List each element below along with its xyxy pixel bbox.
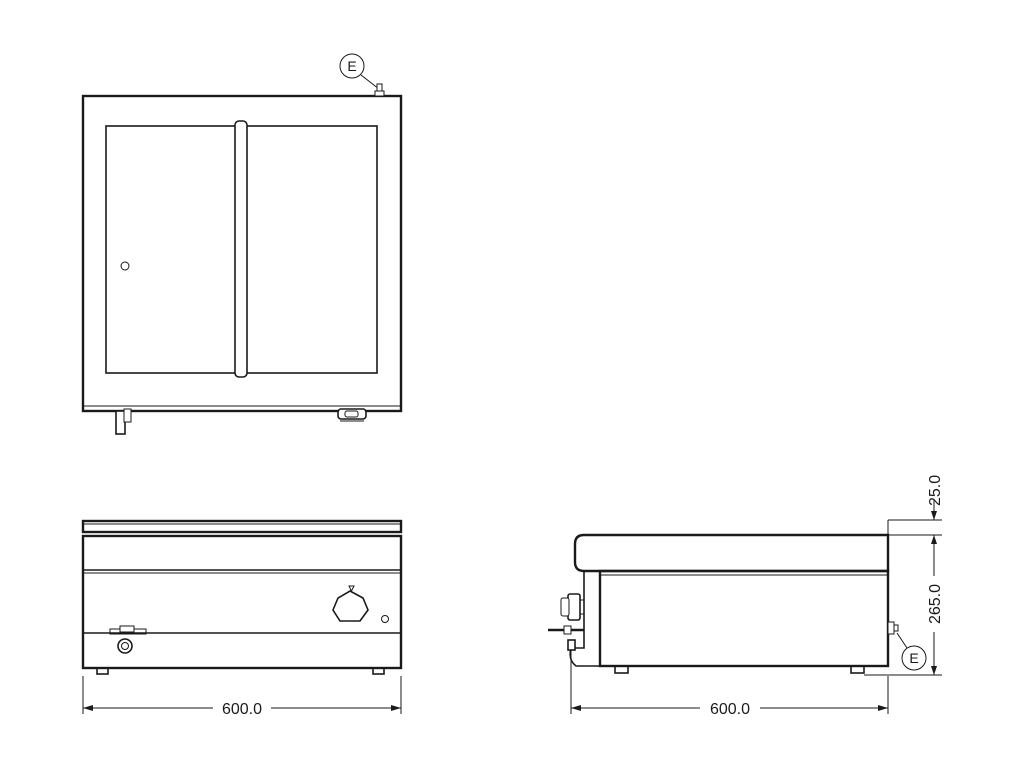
side-top-plate <box>573 533 890 573</box>
side-foot-back <box>850 665 865 674</box>
side-height-dimensions: 25.0 265.0 <box>864 475 944 676</box>
top-view-outer-frame <box>81 94 403 413</box>
connection-e-marker-top: E <box>339 53 385 97</box>
control-knob-top <box>337 408 367 422</box>
side-foot-front <box>614 665 629 674</box>
front-width-dimension: 600.0 <box>82 676 402 718</box>
front-width-label: 600.0 <box>222 701 262 718</box>
control-knob-front <box>332 585 389 623</box>
side-connection-tag-label: E <box>909 650 918 666</box>
front-top-plate <box>81 519 403 534</box>
side-depth-dimension: 600.0 <box>570 650 889 718</box>
front-gas-fitting <box>109 625 147 654</box>
front-foot-right <box>372 667 385 675</box>
front-foot-left <box>96 667 109 675</box>
side-view: E 600.0 25.0 265.0 <box>548 475 944 718</box>
side-depth-label: 600.0 <box>710 701 750 718</box>
top-view-drain-hole <box>120 261 130 271</box>
control-knob-side <box>560 593 584 621</box>
top-view-center-divider <box>234 120 248 378</box>
front-view: 600.0 <box>81 519 403 718</box>
top-plate-height-label: 25.0 <box>927 475 944 506</box>
body-height-label: 265.0 <box>927 584 944 624</box>
side-body <box>598 569 890 668</box>
connection-tag-label: E <box>347 58 356 74</box>
side-gas-pipe <box>548 625 584 651</box>
gas-inlet-pipe <box>115 408 132 435</box>
top-view: E <box>81 53 403 435</box>
connection-e-marker-side: E <box>896 632 927 671</box>
rear-connection <box>887 621 899 635</box>
front-body <box>81 534 403 670</box>
